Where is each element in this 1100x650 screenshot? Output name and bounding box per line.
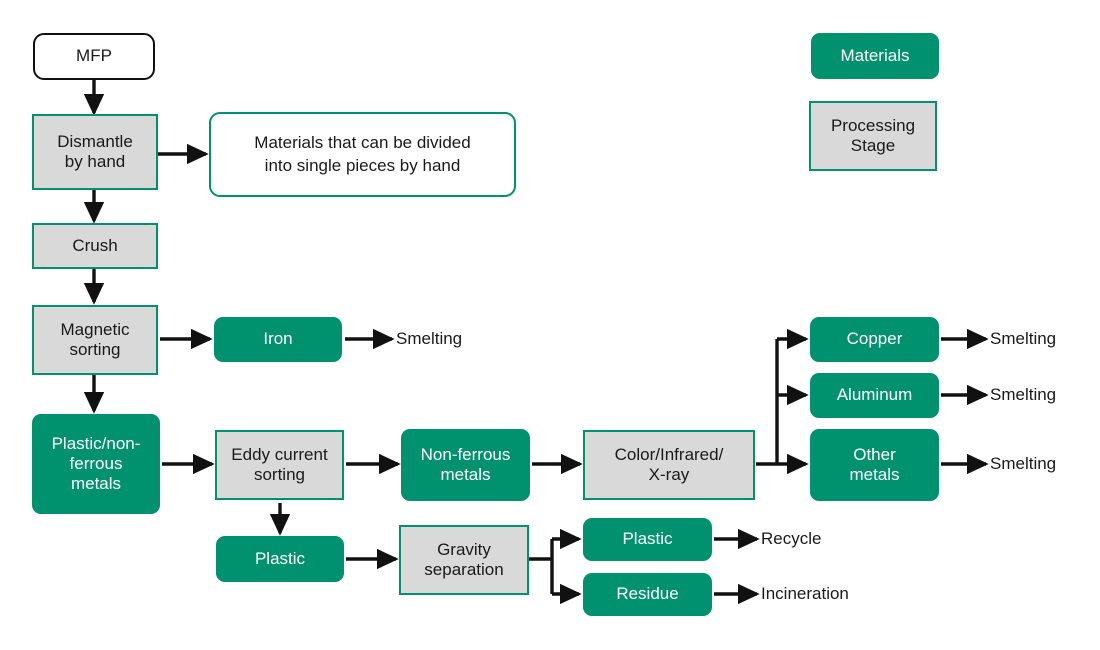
node-other-metals[interactable]: Other metals [810,429,939,501]
node-dismantle-by-hand[interactable]: Dismantle by hand [32,114,158,190]
node-plastic-nonferrous-metals[interactable]: Plastic/non- ferrous metals [32,414,160,514]
node-plastic-product[interactable]: Plastic [583,518,712,561]
node-non-ferrous-metals[interactable]: Non-ferrous metals [401,429,530,501]
node-callout-divisible-materials: Materials that can be divided into singl… [209,112,516,197]
node-plastic-stream[interactable]: Plastic [216,536,344,582]
label-copper-smelting: Smelting [990,329,1057,348]
label-plastic-recycle: Recycle [761,529,822,548]
legend-processing-stage-swatch: Processing Stage [809,101,937,171]
label-aluminum-smelting: Smelting [990,385,1057,404]
legend-materials-swatch: Materials [811,33,939,79]
node-aluminum[interactable]: Aluminum [810,373,939,418]
node-gravity-separation[interactable]: Gravity separation [399,525,529,595]
label-residue-incineration: Incineration [761,584,849,603]
node-magnetic-sorting[interactable]: Magnetic sorting [32,305,158,375]
node-eddy-current-sorting[interactable]: Eddy current sorting [215,430,344,500]
node-color-infrared-xray[interactable]: Color/Infrared/ X-ray [583,430,755,500]
node-mfp[interactable]: MFP [33,33,155,80]
node-crush[interactable]: Crush [32,223,158,269]
node-residue[interactable]: Residue [583,573,712,616]
label-other-metals-smelting: Smelting [990,454,1057,473]
node-iron[interactable]: Iron [214,317,342,362]
label-iron-smelting: Smelting [396,329,463,348]
node-copper[interactable]: Copper [810,317,939,362]
